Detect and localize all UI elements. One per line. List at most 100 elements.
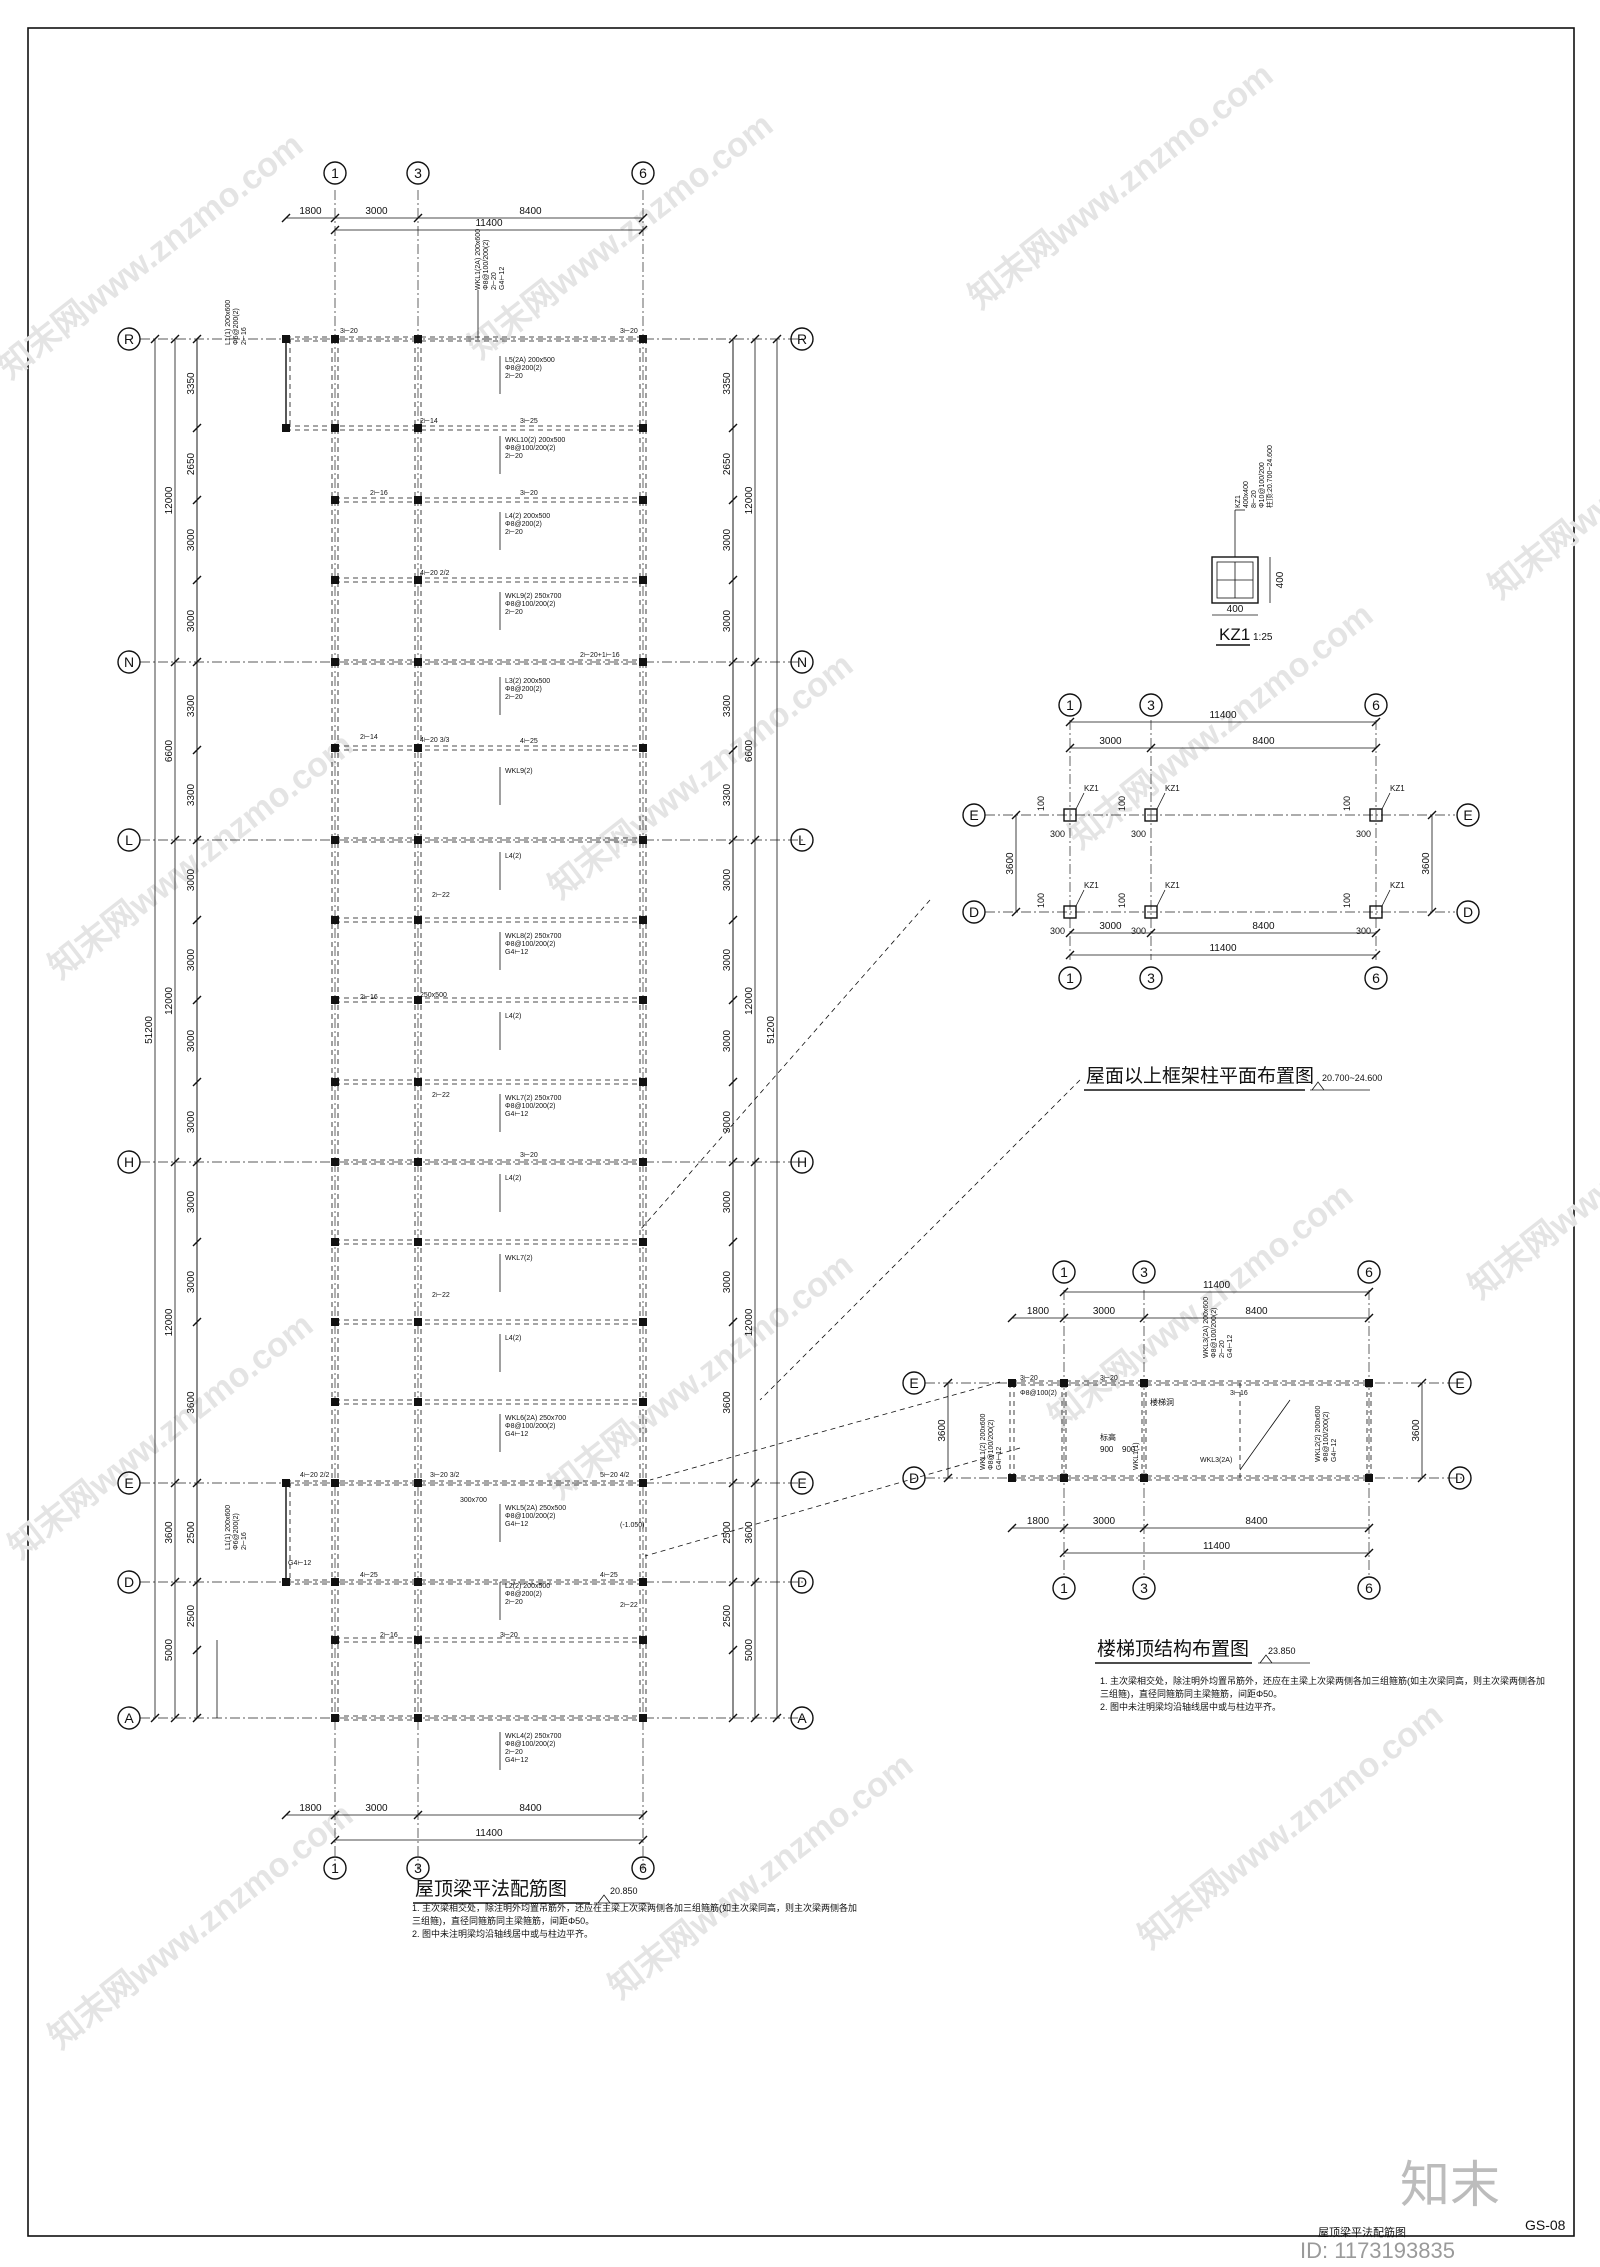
dim-text: 3000 — [722, 1110, 733, 1133]
rebar-label: 4⊢20 2/2 — [300, 1472, 330, 1479]
beam-annotation: WKL8(2) 250x700 — [505, 933, 562, 940]
detail-leaders — [639, 899, 1081, 1557]
axis-bubble-label: E — [909, 1375, 918, 1391]
rebar-label: 3⊢20 — [1020, 1375, 1038, 1382]
axis-bubble-3 — [406, 1856, 430, 1880]
dim-text: 8400 — [1245, 1306, 1268, 1317]
axis-bubble-label: E — [124, 1475, 133, 1491]
dim-tick — [728, 1077, 738, 1087]
column — [414, 1479, 422, 1487]
watermark-text: 知末网www.znzmo.com — [2, 1306, 321, 1567]
dim-tick — [330, 1835, 340, 1845]
kz1-spec-line: 400x400 — [1243, 481, 1250, 508]
column — [282, 1479, 290, 1487]
dim-text: 3350 — [722, 372, 733, 395]
axis-bubble-H — [117, 1150, 141, 1174]
beam-annotation: L4(2) 200x500 — [505, 513, 550, 520]
dim-tick — [1427, 907, 1437, 917]
column — [414, 424, 422, 432]
column — [331, 996, 339, 1004]
column — [331, 424, 339, 432]
offset-dim: 100 — [1117, 893, 1127, 908]
dim-text: 2500 — [722, 1521, 733, 1544]
axis-bubble-6 — [631, 1856, 655, 1880]
column — [639, 335, 647, 343]
dim-tick — [728, 1713, 738, 1723]
beam-annotation-top: Φ8@100/200(2) — [483, 240, 490, 290]
stair-top-beam-annotation: 2⊢20 — [1219, 1340, 1226, 1358]
dim-text: 2500 — [186, 1521, 197, 1544]
stair-notes: 1. 主次梁相交处，除注明外均置吊筋外，还应在主梁上次梁两侧各加三组箍筋(如主次… — [1100, 1675, 1545, 1712]
beam-annotation: 2⊢20 — [505, 694, 523, 701]
rebar-label: 2⊢16 — [360, 994, 378, 1001]
kz1-tag: KZ1 — [1390, 881, 1405, 890]
column — [414, 576, 422, 584]
rebar-label: 2⊢16 — [380, 1632, 398, 1639]
dim-tick — [1065, 928, 1075, 938]
dim-tick — [750, 1577, 760, 1587]
axis-bubble-label: H — [797, 1154, 807, 1170]
main-axis-grid — [140, 190, 805, 1870]
rebar-label: 2⊢22 — [432, 1092, 450, 1099]
dim-tick — [1146, 928, 1156, 938]
axis-bubble-label: 6 — [1372, 697, 1380, 713]
rebar-label: 3⊢20 — [340, 328, 358, 335]
axis-bubble-label: E — [969, 807, 978, 823]
kz1-spec-line: 8⊢20 — [1251, 490, 1258, 508]
dim-text: 51200 — [766, 1016, 777, 1044]
rebar-label: 3⊢20 — [520, 490, 538, 497]
column — [414, 836, 422, 844]
stair-beam-label: WKL1(1) — [1133, 1442, 1140, 1470]
axis-bubble-label: 1 — [1066, 697, 1074, 713]
watermark-text: 知末网www.znzmo.com — [42, 726, 361, 987]
dim-tick — [728, 1317, 738, 1327]
rebar-label: 2⊢16 — [370, 490, 388, 497]
rebar-label: 4⊢20 3/3 — [420, 737, 450, 744]
beam-annotation: L5(2A) 200x500 — [505, 357, 555, 364]
beam-annotation: 2⊢20 — [505, 609, 523, 616]
stair-slope-line — [1239, 1399, 1291, 1471]
column — [639, 836, 647, 844]
axis-bubble-E — [790, 1471, 814, 1495]
dim-tick — [1059, 1287, 1069, 1297]
beam-annotation: WKL9(2) — [505, 768, 533, 775]
axis-bubble-D — [790, 1570, 814, 1594]
column — [331, 1578, 339, 1586]
axis-bubble-E — [117, 1471, 141, 1495]
dim-tick — [750, 1713, 760, 1723]
column — [331, 1078, 339, 1086]
dim-text: 8400 — [519, 206, 542, 217]
col-plan-title: 屋面以上框架柱平面布置图 — [1086, 1065, 1314, 1087]
axis-bubble-label: D — [797, 1574, 807, 1590]
column — [414, 1078, 422, 1086]
dim-tick — [750, 1478, 760, 1488]
col-bubble — [962, 900, 986, 924]
column — [639, 1078, 647, 1086]
beam-annotation: L4(2) — [505, 1175, 521, 1182]
dim-tick — [170, 1713, 180, 1723]
column — [414, 1318, 422, 1326]
stair-dim-label: 900 — [1122, 1445, 1136, 1454]
col-plan-elevation: 20.700~24.600 — [1322, 1073, 1382, 1083]
dim-text: 3600 — [744, 1521, 755, 1544]
dim-tick — [1364, 1287, 1374, 1297]
dim-text: 51200 — [144, 1016, 155, 1044]
leader — [1381, 889, 1391, 907]
column — [639, 1578, 647, 1586]
dim-tick — [192, 1237, 202, 1247]
axis-bubble-label: L — [125, 832, 133, 848]
leader — [1075, 889, 1085, 907]
stair-bubble — [1357, 1260, 1381, 1284]
axis-bubble-label: 3 — [1147, 697, 1155, 713]
beam-annotation: Φ8@200(2) — [505, 686, 542, 693]
dim-tick — [170, 1478, 180, 1488]
beam-annotation-top: G4⊢12 — [499, 267, 506, 290]
beam-annotation: 2⊢20 — [505, 529, 523, 536]
dim-tick — [192, 1577, 202, 1587]
beam-annotation: WKL4(2) 250x700 — [505, 1733, 562, 1740]
beam-annotation: WKL5(2A) 250x500 — [505, 1505, 566, 1512]
dim-tick — [170, 334, 180, 344]
dim-tick — [728, 334, 738, 344]
